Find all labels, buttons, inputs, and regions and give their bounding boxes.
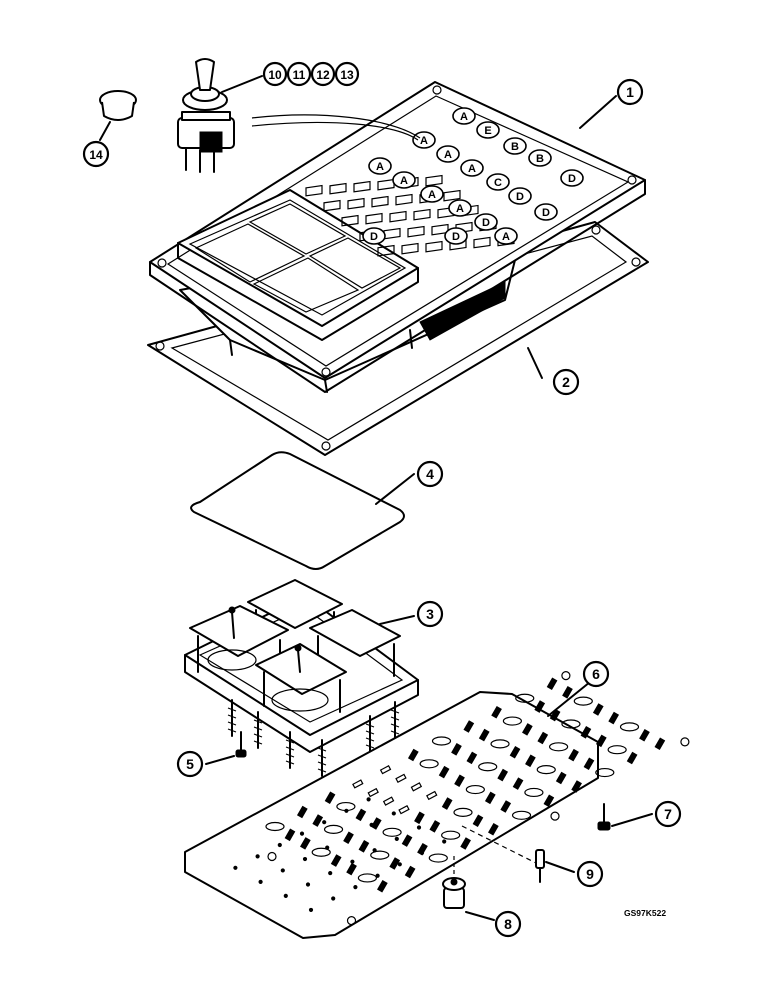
- cap-plug: [99, 90, 137, 121]
- switch-position-label: D: [534, 203, 558, 221]
- svg-text:A: A: [444, 149, 452, 161]
- circuit-board: [184, 670, 690, 939]
- svg-text:D: D: [542, 207, 550, 219]
- bulb-holder-8: [442, 856, 466, 909]
- svg-text:A: A: [376, 161, 384, 173]
- switch-position-label: D: [444, 227, 468, 245]
- svg-text:B: B: [511, 141, 519, 153]
- callout-number: 2: [562, 374, 570, 390]
- svg-text:A: A: [428, 189, 436, 201]
- callout-12: 12: [310, 61, 336, 87]
- gauge-cluster-assembly: [184, 579, 419, 777]
- switch-position-label: A: [460, 159, 484, 177]
- leader-toggle-to-panel: [251, 114, 421, 139]
- switch-position-label: A: [420, 185, 444, 203]
- terminal-pin-9: [461, 825, 545, 883]
- switch-position-label: A: [412, 131, 436, 149]
- switch-position-label: C: [486, 173, 510, 191]
- switch-position-label: D: [560, 169, 584, 187]
- switch-position-label: D: [474, 213, 498, 231]
- callout-number: 8: [504, 916, 512, 932]
- svg-text:D: D: [482, 217, 490, 229]
- callout-13: 13: [334, 61, 360, 87]
- svg-text:A: A: [456, 203, 464, 215]
- svg-text:E: E: [484, 125, 491, 137]
- callout-5: 5: [176, 750, 204, 778]
- switch-position-label: A: [494, 227, 518, 245]
- switch-position-label: A: [368, 157, 392, 175]
- callout-4: 4: [416, 460, 444, 488]
- screw-5: [235, 731, 247, 758]
- callout-number: 10: [268, 68, 282, 82]
- callout-number: 6: [592, 666, 600, 682]
- switch-position-label: D: [508, 187, 532, 205]
- switch-position-label: D: [362, 227, 386, 245]
- instrument-panel-housing: [149, 81, 646, 393]
- callout-14: 14: [82, 140, 110, 168]
- switch-position-label: A: [448, 199, 472, 217]
- svg-text:A: A: [468, 163, 476, 175]
- callout-number: 11: [293, 68, 306, 82]
- leader-lines: [99, 75, 653, 921]
- callout-number: 13: [340, 68, 354, 82]
- callout-7: 7: [654, 800, 682, 828]
- switch-position-label: A: [392, 171, 416, 189]
- switch-position-label: E: [476, 121, 500, 139]
- callout-3: 3: [416, 600, 444, 628]
- svg-text:D: D: [370, 231, 378, 243]
- svg-text:A: A: [460, 111, 468, 123]
- callout-number: 3: [426, 606, 434, 622]
- callout-9: 9: [576, 860, 604, 888]
- callout-11: 11: [286, 61, 312, 87]
- callout-number: 7: [664, 806, 672, 822]
- svg-text:D: D: [452, 231, 460, 243]
- toggle-switch: [177, 58, 235, 173]
- callout-number: 14: [89, 148, 103, 162]
- lens-film: [190, 451, 405, 570]
- callout-2: 2: [552, 368, 580, 396]
- svg-text:D: D: [568, 173, 576, 185]
- callout-6: 6: [582, 660, 610, 688]
- drawing-code-label: GS97K522: [624, 908, 666, 918]
- svg-text:A: A: [400, 175, 408, 187]
- callout-number: 4: [426, 466, 434, 482]
- callout-number: 9: [586, 866, 594, 882]
- callout-number: 1: [626, 84, 634, 100]
- callout-8: 8: [494, 910, 522, 938]
- switch-position-label: B: [528, 149, 552, 167]
- callout-1: 1: [616, 78, 644, 106]
- svg-text:D: D: [516, 191, 524, 203]
- svg-text:B: B: [536, 153, 544, 165]
- switch-position-label: A: [436, 145, 460, 163]
- screw-7: [597, 803, 611, 831]
- callout-number: 5: [186, 756, 194, 772]
- svg-text:C: C: [494, 177, 502, 189]
- svg-text:A: A: [420, 135, 428, 147]
- callout-10: 10: [262, 61, 288, 87]
- callout-number: 12: [316, 68, 330, 82]
- svg-text:A: A: [502, 231, 510, 243]
- switch-position-label: A: [452, 107, 476, 125]
- switch-position-label: B: [503, 137, 527, 155]
